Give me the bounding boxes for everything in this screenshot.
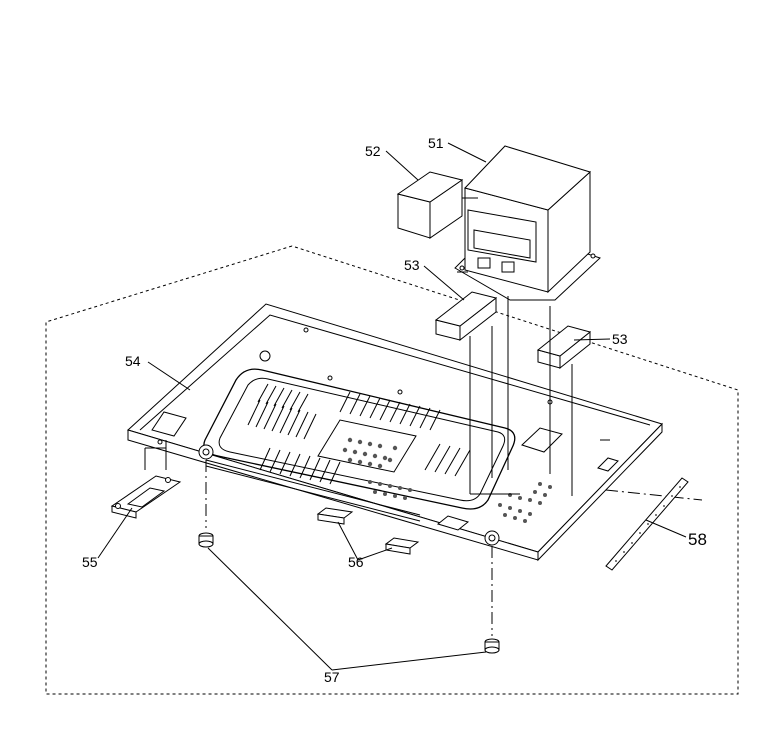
- foam-spacer-53-left: [434, 291, 498, 342]
- bracket-55: [110, 475, 182, 519]
- callout-53-left: 53: [404, 257, 420, 273]
- callout-53-right: 53: [612, 331, 628, 347]
- clip-56-a: [316, 507, 354, 525]
- strip-58: [605, 477, 689, 571]
- callout-51: 51: [428, 135, 444, 151]
- callout-55: 55: [82, 554, 98, 570]
- guide-58: [605, 489, 703, 501]
- clip-56-b: [384, 537, 420, 555]
- callout-52: 52: [365, 143, 381, 159]
- callout-54: 54: [125, 353, 141, 369]
- leader-lines: [97, 142, 687, 671]
- foam-spacer-53-right: [536, 325, 592, 370]
- foot-57-right: [484, 638, 500, 654]
- callout-57: 57: [324, 669, 340, 685]
- foot-57-left: [198, 532, 214, 548]
- base-plate-54: [127, 303, 663, 562]
- callout-58: 58: [688, 530, 707, 549]
- transformer-51: [454, 145, 601, 301]
- callout-56: 56: [348, 554, 364, 570]
- insulator-52: [396, 171, 478, 239]
